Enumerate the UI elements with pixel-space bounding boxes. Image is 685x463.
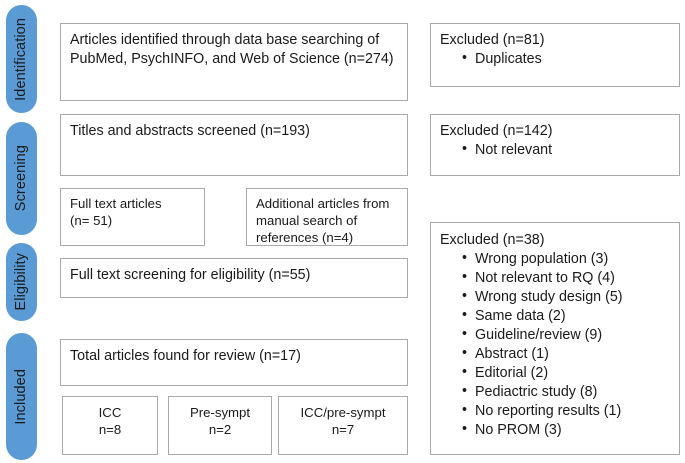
box-outcome-icc: ICC n=8 — [62, 396, 158, 455]
excluded-reason-item: Wrong study design (5) — [462, 287, 670, 307]
stage-pill-identification: Identification — [6, 5, 37, 113]
box-excluded-full-text-reasons-heading: Excluded (n=38) — [440, 232, 545, 248]
excluded-reason-item: Not relevant to RQ (4) — [462, 268, 670, 288]
box-outcome-icc-pre-sympt-line1: ICC/pre-sympt — [300, 405, 386, 420]
excluded-reason-item: Not relevant — [462, 140, 670, 160]
box-excluded-duplicates-heading: Excluded (n=81) — [440, 32, 545, 48]
excluded-reason-item: Wrong population (3) — [462, 249, 670, 269]
box-titles-abstracts-screened: Titles and abstracts screened (n=193) — [60, 114, 408, 176]
box-excluded-not-relevant-list: Not relevant — [440, 140, 670, 160]
excluded-reason-item: Pediactric study (8) — [462, 382, 670, 402]
box-additional-articles-text: Additional articles from manual search o… — [256, 196, 390, 245]
box-outcome-pre-sympt: Pre-sympt n=2 — [168, 396, 272, 455]
box-excluded-not-relevant-heading: Excluded (n=142) — [440, 123, 553, 139]
box-outcome-pre-sympt-line2: n=2 — [208, 421, 232, 437]
box-excluded-not-relevant: Excluded (n=142) Not relevant — [430, 114, 680, 176]
box-excluded-duplicates: Excluded (n=81) Duplicates — [430, 23, 680, 87]
excluded-reason-item: Editorial (2) — [462, 363, 670, 383]
box-outcome-icc-pre-sympt-line2: n=7 — [331, 421, 355, 437]
excluded-reason-item: Guideline/review (9) — [462, 325, 670, 345]
box-outcome-icc-line2: n=8 — [98, 421, 122, 437]
excluded-reason-item: Same data (2) — [462, 306, 670, 326]
box-additional-articles: Additional articles from manual search o… — [246, 188, 408, 246]
stage-pill-screening-label: Screening — [13, 145, 30, 212]
stage-pill-identification-label: Identification — [13, 17, 30, 101]
stage-pill-included-label: Included — [13, 368, 30, 425]
box-excluded-full-text-reasons: Excluded (n=38) Wrong population (3) Not… — [430, 222, 680, 455]
box-excluded-full-text-reasons-list: Wrong population (3) Not relevant to RQ … — [440, 249, 670, 440]
excluded-reason-item: Abstract (1) — [462, 344, 670, 364]
box-full-text-screening-eligibility-text: Full text screening for eligibility (n=5… — [70, 267, 311, 283]
box-total-articles-review-text: Total articles found for review (n=17) — [70, 348, 301, 364]
excluded-reason-item: No PROM (3) — [462, 420, 670, 440]
box-articles-identified: Articles identified through data base se… — [60, 23, 408, 101]
stage-pill-screening: Screening — [6, 122, 37, 235]
box-outcome-icc-line1: ICC — [98, 405, 122, 420]
box-outcome-pre-sympt-line1: Pre-sympt — [189, 405, 251, 420]
box-full-text-screening-eligibility: Full text screening for eligibility (n=5… — [60, 258, 408, 298]
excluded-reason-item: No reporting results (1) — [462, 401, 670, 421]
box-excluded-duplicates-list: Duplicates — [440, 49, 670, 69]
excluded-reason-item: Duplicates — [462, 49, 670, 69]
box-total-articles-review: Total articles found for review (n=17) — [60, 339, 408, 386]
box-outcome-icc-pre-sympt: ICC/pre-sympt n=7 — [278, 396, 408, 455]
box-titles-abstracts-screened-text: Titles and abstracts screened (n=193) — [70, 123, 310, 139]
box-articles-identified-text: Articles identified through data base se… — [70, 32, 394, 67]
stage-pill-eligibility-label: Eligibility — [13, 253, 30, 311]
stage-pill-included: Included — [6, 333, 37, 460]
stage-pill-eligibility: Eligibility — [6, 243, 37, 321]
box-full-text-articles-text: Full text articles (n= 51) — [70, 196, 162, 228]
box-full-text-articles: Full text articles (n= 51) — [60, 188, 205, 246]
